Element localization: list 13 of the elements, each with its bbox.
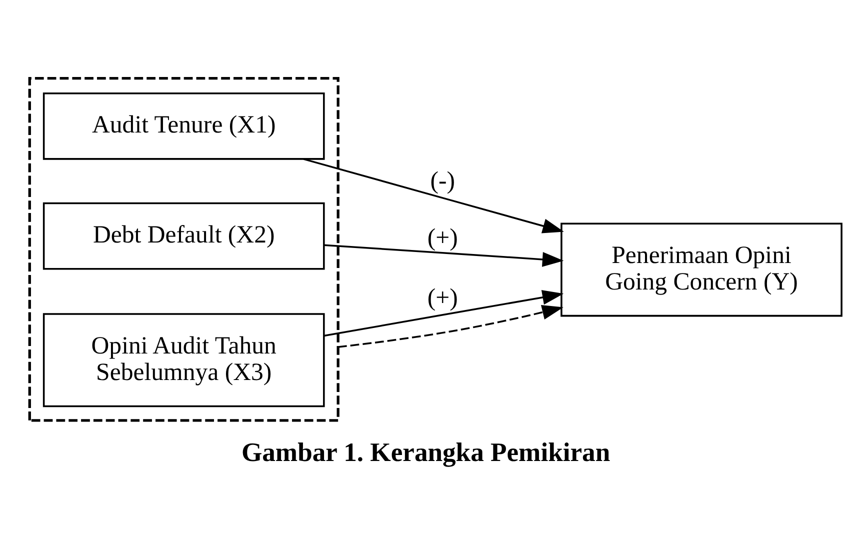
node-box: Penerimaan Opini Going Concern (Y) — [560, 222, 842, 316]
arrow — [303, 158, 564, 233]
node-box: Opini Audit Tahun Sebelumnya (X3) — [42, 312, 325, 407]
edge-label: (+) — [427, 284, 458, 312]
arrow — [324, 244, 564, 266]
node-box: Debt Default (X2) — [42, 202, 325, 270]
edge-label: (-) — [430, 167, 456, 194]
cluster — [28, 76, 340, 422]
arrow — [338, 304, 564, 348]
caption: Gambar 1. Kerangka Pemikiran — [241, 436, 610, 467]
node-box: Audit Tenure (X1) — [42, 92, 325, 160]
arrow — [324, 290, 564, 336]
edge-label: (+) — [427, 224, 458, 251]
